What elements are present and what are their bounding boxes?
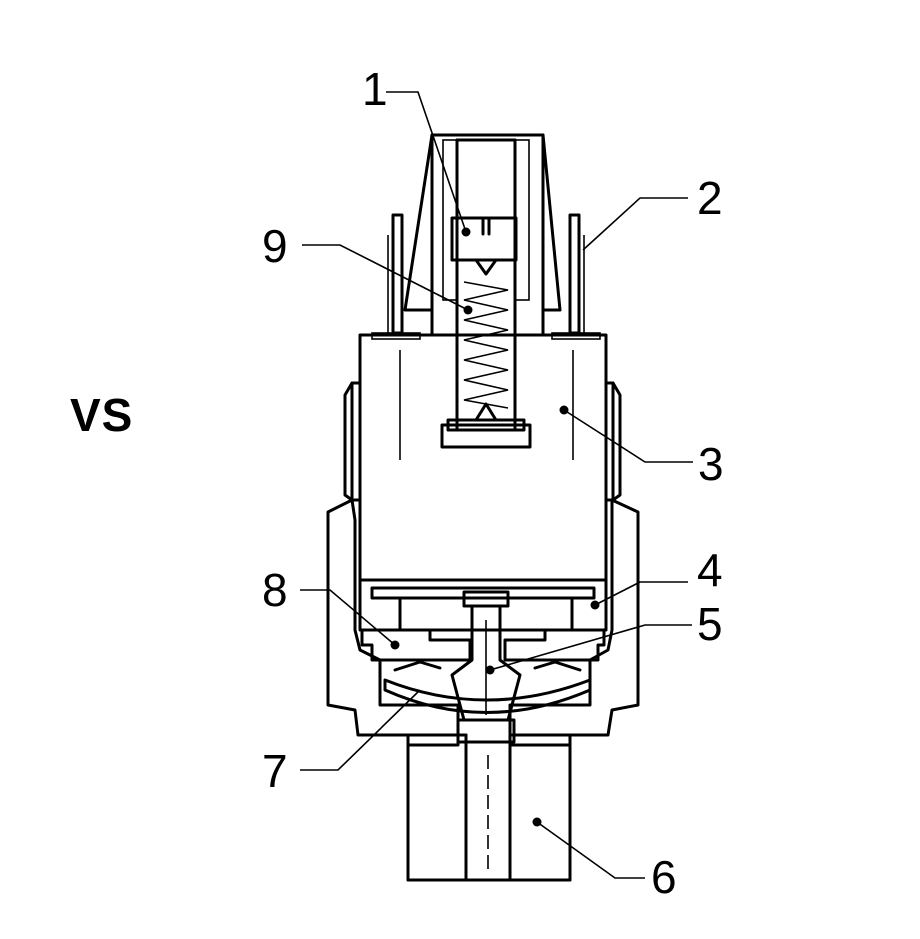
- callout-8: 8: [262, 564, 288, 616]
- callout-4: 4: [697, 544, 723, 596]
- port-fitting: [406, 733, 572, 882]
- callout-numbers: 1 2 9 3 4 8 5 7 6: [262, 63, 724, 903]
- callout-9: 9: [262, 220, 288, 272]
- diaphragm-part-7: [383, 660, 592, 744]
- reference-dots: [390, 227, 600, 827]
- callout-7: 7: [262, 745, 288, 797]
- spring-part-9: [446, 281, 526, 432]
- callout-6: 6: [651, 851, 677, 903]
- vs-label: VS: [70, 389, 134, 441]
- plate-part-4: [358, 578, 608, 632]
- adjusting-screw-part-1: [450, 216, 518, 276]
- callout-3: 3: [698, 438, 724, 490]
- leader-lines: [300, 91, 693, 879]
- housing-body: [326, 498, 640, 747]
- callout-5: 5: [697, 598, 723, 650]
- electrical-contacts-part-2: [371, 213, 601, 340]
- main-body-part-3: [358, 133, 608, 582]
- callout-1: 1: [362, 63, 388, 115]
- cap-sleeve: [343, 381, 622, 502]
- callout-2: 2: [697, 172, 723, 224]
